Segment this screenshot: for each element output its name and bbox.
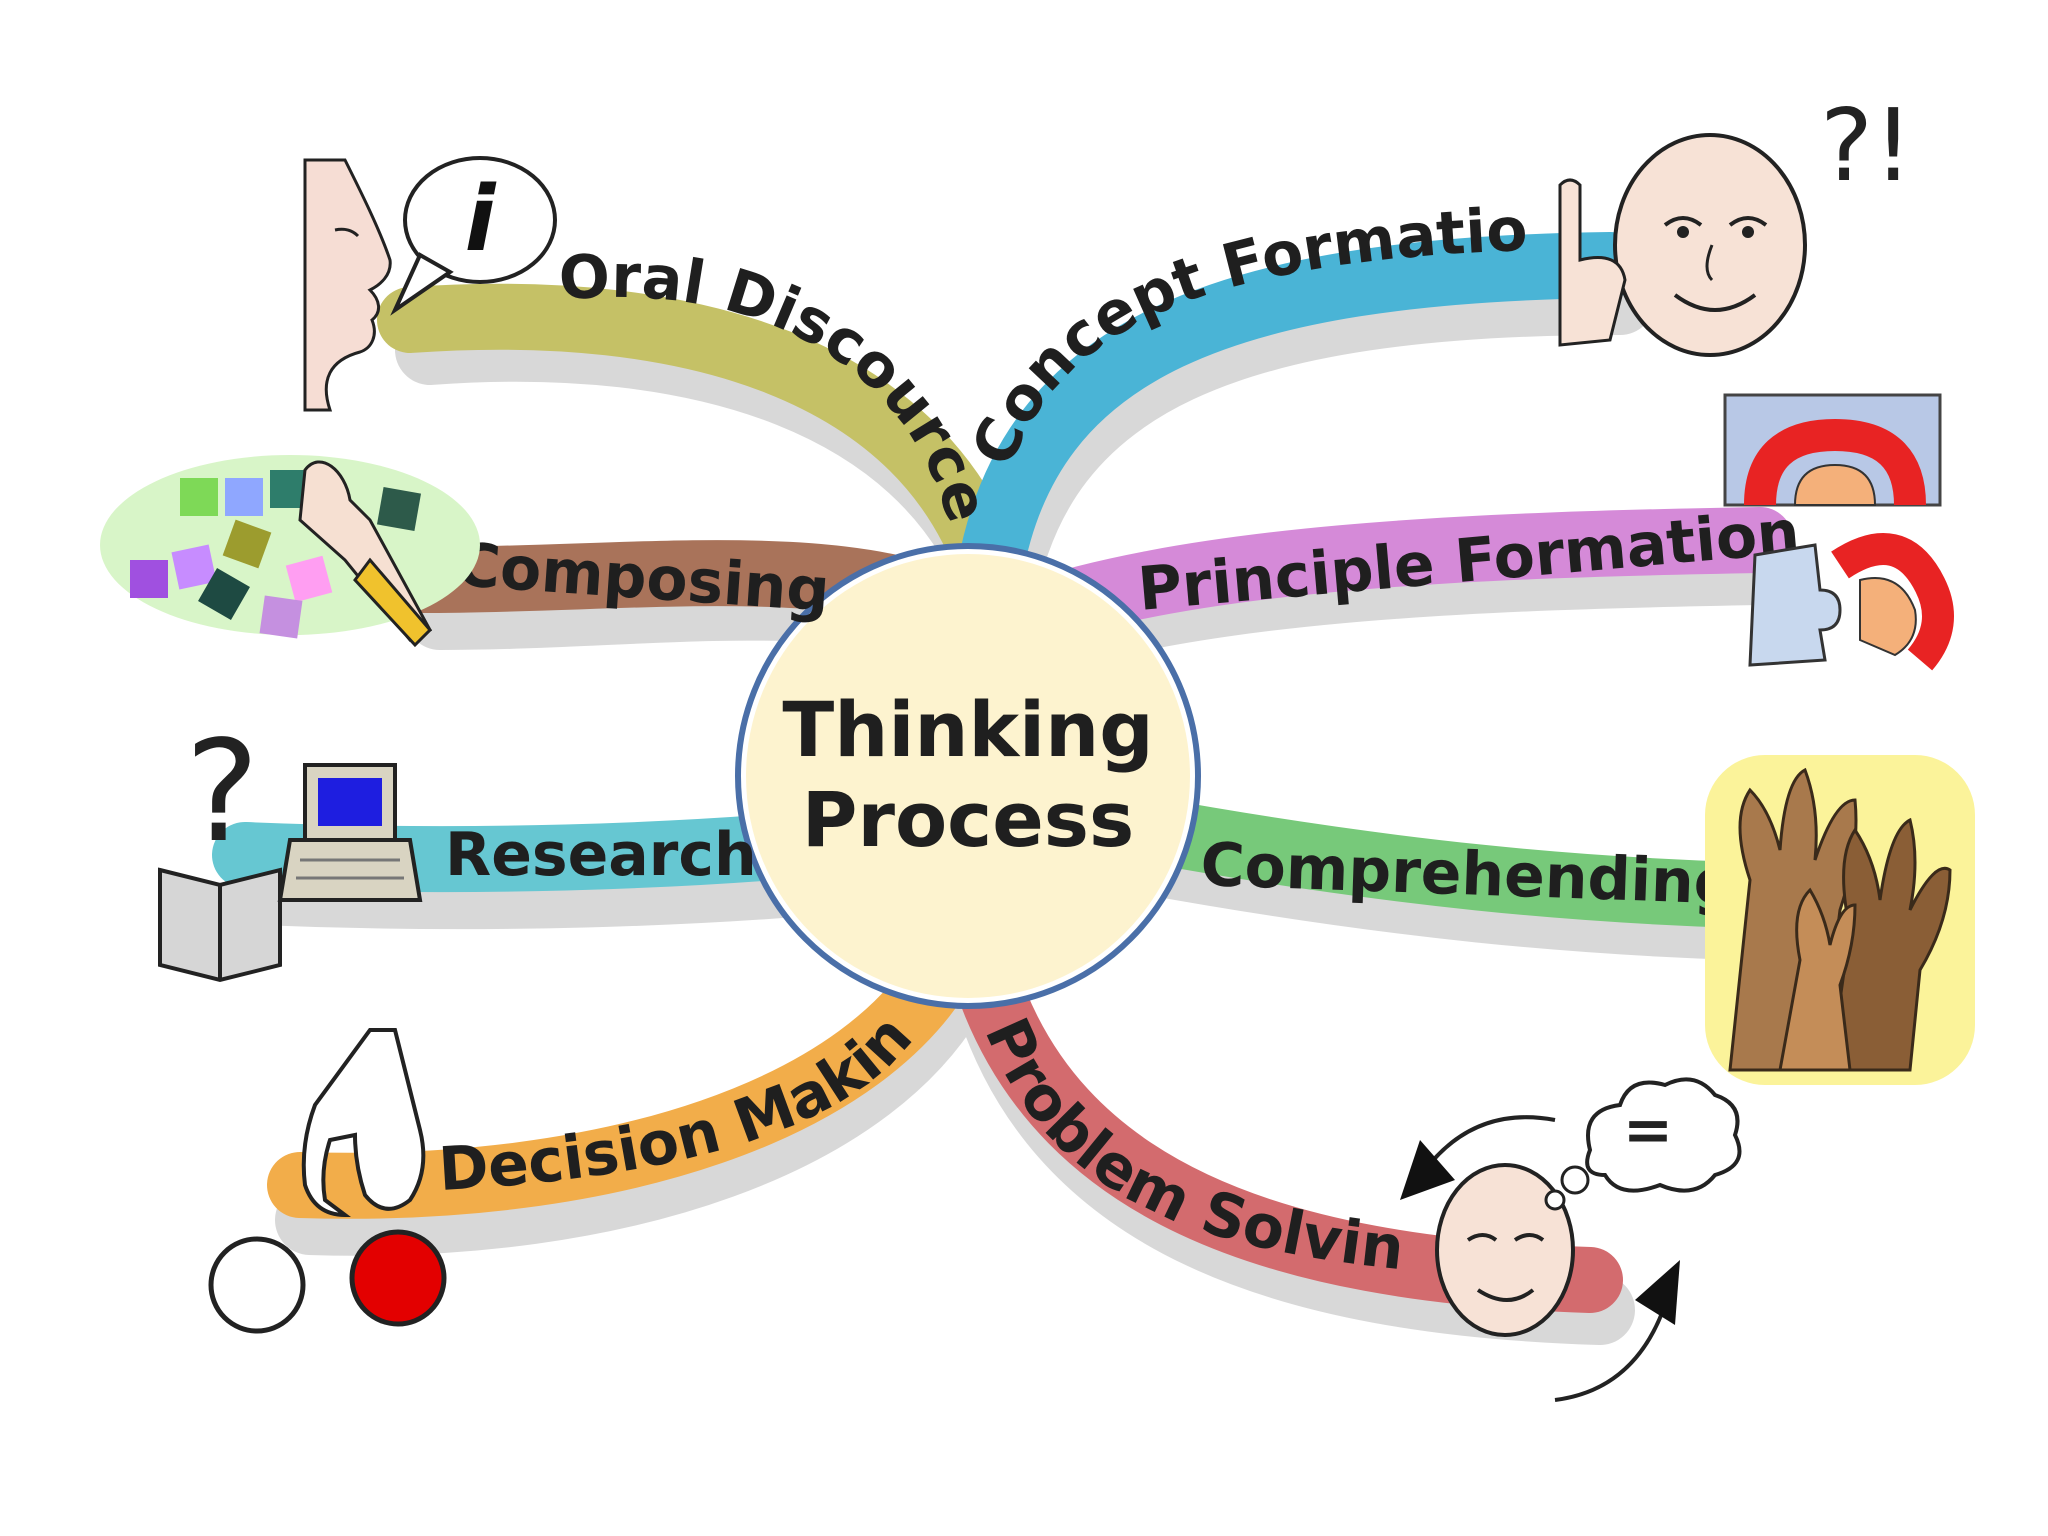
center-node: Thinking Process [735,543,1201,1009]
decision-making-ribbon [267,922,983,1219]
question-glyph: ? [185,711,259,874]
puzzle-pieces-icon [1723,393,1954,671]
equals-glyph: = [1623,1095,1673,1165]
concept-formation-ribbon [957,232,1643,603]
hand-choosing-circles-icon [208,1028,447,1334]
face-thought-bubble-icon: = [1400,1077,1742,1402]
oral-discource-ribbon [377,283,1023,603]
book-and-computer-icon: ? [158,711,423,983]
info-glyph: i [465,167,497,272]
speaking-face-info-icon: i [303,156,557,412]
research-label: Research [445,820,757,890]
hand-with-sticky-notes-icon [100,455,480,648]
problem-solving-label-text: Problem Solving [0,0,1407,1284]
thinking-face-icon: ?! [1558,87,1913,357]
comprehending-ribbon [1117,797,1773,928]
problem-solving-label: Problem Solving [0,0,1407,1284]
center-title-line1: Thinking [782,685,1153,774]
raised-hands-icon [1705,755,1975,1085]
question-exclaim-glyph: ?! [1820,87,1913,204]
center-title-line2: Process [802,775,1134,864]
